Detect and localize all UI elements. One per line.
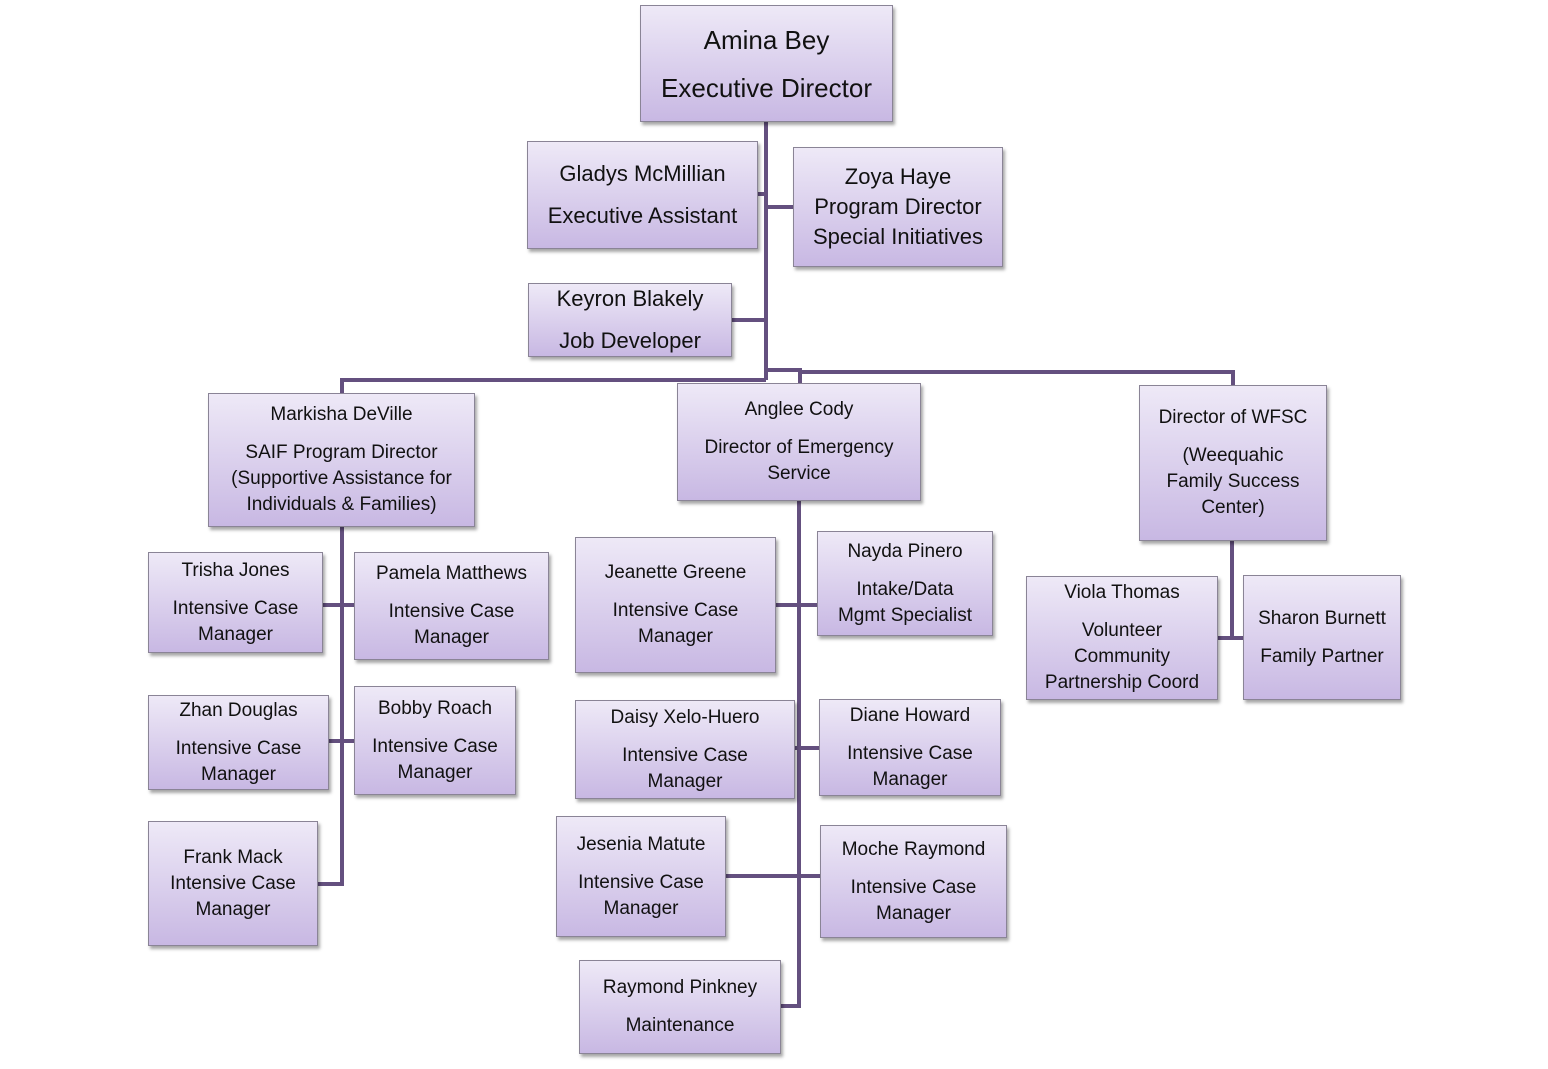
node-title-line: Intensive Case [847, 742, 973, 764]
node-title-line: (Weequahic [1182, 445, 1284, 466]
node-name: Sharon Burnett [1258, 607, 1386, 629]
node-title-line: Intensive Case [388, 601, 515, 622]
node-name: Moche Raymond [841, 838, 986, 860]
node-name: Jeanette Greene [604, 562, 747, 583]
connector-markisha [340, 378, 766, 393]
node-name: Nayda Pinero [847, 540, 963, 562]
node-title-line: (Supportive Assistance for [231, 468, 452, 489]
node-title-line: Special Initiatives [813, 224, 983, 249]
node-name: Daisy Xelo-Huero [610, 706, 760, 728]
connector-ems-trunk [781, 501, 801, 1008]
node-title-line: Executive Director [661, 72, 872, 103]
node-name: Trisha Jones [181, 559, 290, 581]
node-title-line: Intensive Case [850, 876, 977, 898]
node-name: Diane Howard [849, 704, 971, 726]
node-title-line: Mgmt Specialist [837, 604, 973, 626]
node-name: Gladys McMillian [559, 161, 726, 186]
node-title-line: Partnership Coord [1044, 672, 1200, 693]
connectors [318, 122, 1243, 1008]
node-title-line: Intake/Data [856, 578, 954, 600]
node-title-line: Manager [414, 627, 489, 648]
node-title-line: Manager [397, 761, 473, 783]
node-title-line: Intensive Case [170, 872, 296, 894]
node-title-line: Job Developer [559, 328, 701, 353]
node-name: Keyron Blakely [556, 286, 704, 311]
node-name: Bobby Roach [377, 697, 493, 719]
node-title-line: Intensive Case [612, 600, 739, 621]
node-title-line: Intensive Case [578, 871, 704, 893]
node-title-line: Volunteer [1081, 620, 1163, 641]
node-name: Pamela Matthews [375, 563, 527, 584]
node-title-line: Director of Emergency [704, 437, 894, 458]
node-title-line: Service [767, 463, 831, 484]
node-title-line: Family Success [1166, 471, 1300, 492]
node-title-line: Intensive Case [622, 744, 748, 766]
node-title-line: Manager [872, 768, 948, 790]
node-title-line: Intensive Case [172, 597, 299, 619]
node-title-line: Manager [195, 898, 271, 920]
node-title-line: Maintenance [625, 1015, 735, 1036]
node-title-line: Family Partner [1260, 645, 1384, 667]
node-title-line: SAIF Program Director [245, 442, 438, 463]
node-title-line: Program Director [814, 194, 982, 219]
node-name: Viola Thomas [1064, 582, 1180, 603]
node-title-line: Manager [876, 902, 951, 924]
node-name: Frank Mack [183, 846, 283, 868]
node-title-line: Manager [647, 770, 723, 792]
node-title-line: Manager [198, 623, 273, 645]
node-name: Anglee Cody [744, 399, 854, 420]
connector-wfsc [800, 370, 1235, 385]
node-title-line: Intensive Case [372, 735, 498, 757]
node-name: Zoya Haye [844, 164, 952, 189]
node-title-line: Manager [638, 626, 713, 647]
node-name: Raymond Pinkney [602, 977, 758, 998]
node-title-line: Manager [603, 897, 679, 919]
node-name: Jesenia Matute [576, 833, 706, 855]
node-title-line: Manager [201, 763, 276, 785]
node-title-line: Executive Assistant [547, 203, 738, 228]
node-title-line: Center) [1201, 497, 1265, 518]
node-name: Markisha DeVille [270, 404, 413, 425]
connector-anglee [766, 368, 802, 383]
node-title-line: Individuals & Families) [246, 494, 437, 515]
node-name: Amina Bey [703, 24, 830, 55]
connector-saif-trunk [318, 527, 344, 886]
node-title-line: Intensive Case [175, 737, 302, 759]
node-title-line: Community [1073, 646, 1171, 667]
node-name: Director of WFSC [1158, 407, 1308, 428]
node-name: Zhan Douglas [179, 699, 298, 721]
